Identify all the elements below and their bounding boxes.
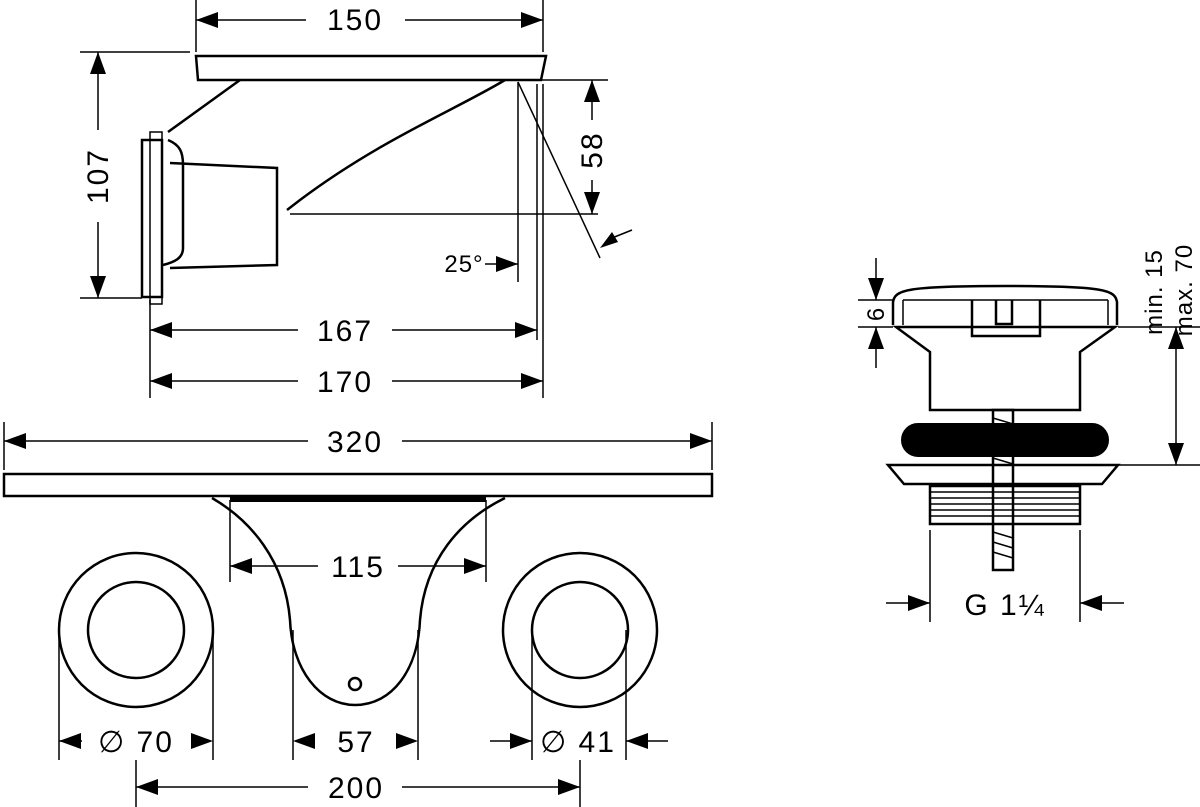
dim-200-arrow-right	[558, 779, 580, 795]
dim-thread-label: G 1¼	[964, 589, 1045, 622]
drain-view: 6 min. 15 max. 70 G 1¼	[858, 244, 1200, 622]
dim-57-arrow-right	[396, 733, 418, 749]
dim-150-label: 150	[327, 4, 383, 37]
dim-170-arrow-left	[150, 373, 172, 389]
front-left-handle-inner	[86, 580, 186, 680]
dim-167-arrow-left	[150, 322, 172, 338]
dim-58-arrow-bottom	[584, 192, 600, 214]
dim-320-label: 320	[327, 426, 383, 459]
dim-107-arrow-bottom	[90, 276, 106, 298]
dim-320-arrow-right	[690, 433, 712, 449]
dim-clamp-arrow-top	[1168, 327, 1184, 349]
front-spout-aerator	[347, 676, 363, 692]
dim-170-label: 170	[317, 366, 373, 399]
drain-thread-body	[928, 484, 1082, 526]
front-view: 320 115 ∅ 70 57 ∅ 41	[2, 422, 714, 807]
dim-clamp-min-label: min. 15	[1141, 249, 1168, 335]
front-left-handle-outer	[57, 551, 215, 709]
dim-167-label: 167	[317, 315, 373, 348]
dim-115-arrow-left	[230, 558, 252, 574]
dim-57-label: 57	[337, 726, 374, 759]
dim-6-arrow-bottom	[868, 327, 884, 349]
dim-70-arrow-left	[59, 733, 81, 749]
dim-200-arrow-left	[136, 779, 158, 795]
dim-58-label: 58	[576, 131, 609, 168]
side-valve-body	[169, 161, 279, 270]
front-right-handle-inner	[530, 580, 630, 680]
dim-150-arrow-left	[196, 12, 218, 28]
drain-stopper-body	[892, 325, 1119, 412]
angle-25-arrow-right	[600, 232, 618, 248]
dim-6-label: 6	[863, 307, 890, 321]
dim-150-arrow-right	[521, 12, 543, 28]
front-top-plate	[2, 472, 714, 498]
dim-115-label: 115	[331, 551, 385, 584]
angle-25-label: 25°	[444, 251, 483, 278]
dim-107-arrow-top	[90, 52, 106, 74]
dim-167-arrow-right	[515, 322, 537, 338]
dim-70-arrow-right	[191, 733, 213, 749]
dim-thread-arrow-left	[908, 595, 930, 611]
dim-57-arrow-left	[293, 733, 315, 749]
drain-stem	[991, 408, 1015, 572]
dim-41-label: ∅ 41	[540, 726, 616, 759]
side-view: 150 107 58 25° 167	[80, 0, 633, 399]
front-plate-shadow	[230, 496, 486, 502]
dim-170-arrow-right	[521, 373, 543, 389]
side-top-plate	[194, 54, 548, 82]
front-spout-outline	[211, 496, 506, 707]
side-spout-underside	[162, 138, 185, 267]
dim-thread-arrow-right	[1080, 595, 1102, 611]
dim-41-arrow-left	[510, 733, 532, 749]
drain-gasket	[901, 423, 1109, 457]
dim-70-label: ∅ 70	[98, 726, 174, 759]
dim-107-label: 107	[82, 148, 115, 204]
drain-flange	[885, 463, 1121, 486]
front-right-handle-outer	[501, 551, 659, 709]
side-wall-rosette-inner	[149, 131, 163, 305]
side-wall-rosette	[140, 138, 164, 299]
drain-cap-stem	[970, 300, 1042, 338]
dim-58-arrow-top	[584, 80, 600, 102]
dim-clamp-max-label: max. 70	[1171, 244, 1198, 336]
dim-6-arrow-top	[868, 278, 884, 300]
side-spout-body	[167, 78, 506, 211]
dim-41-arrow-right	[626, 733, 648, 749]
drain-thread-lines	[930, 491, 1080, 517]
dim-clamp-arrow-bottom	[1168, 443, 1184, 465]
angle-25-leader-right	[611, 229, 633, 239]
dim-200-label: 200	[328, 772, 384, 805]
side-spout-tip-line	[517, 81, 601, 259]
drain-cap	[891, 284, 1119, 325]
dim-115-arrow-right	[464, 558, 486, 574]
dim-320-arrow-left	[4, 433, 26, 449]
drain-cap-inner	[902, 299, 1109, 325]
